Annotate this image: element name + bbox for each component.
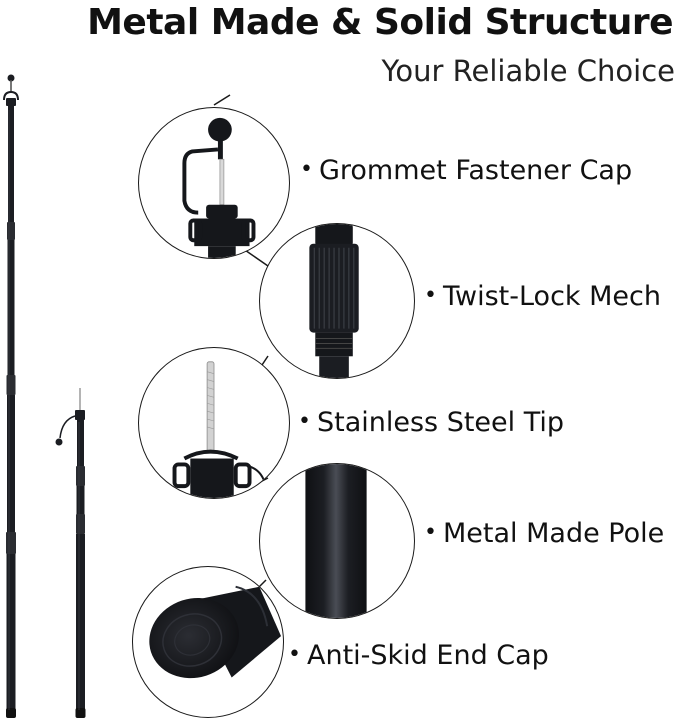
metal-pole-detail [259,463,415,619]
grommet-cap-detail [138,107,290,259]
feature-label-grommet: •Grommet Fastener Cap [300,155,633,186]
feature-label-twist-lock: •Twist-Lock Mech [424,281,662,312]
twist-lock-icon [309,224,359,378]
page-subtitle: Your Reliable Choice [381,54,675,88]
telescopic-poles-image [3,74,86,718]
twist-lock-detail [259,223,415,379]
end-cap-icon [149,585,282,679]
feature-label-metal-pole: •Metal Made Pole [424,518,665,549]
feature-label-steel-tip: •Stainless Steel Tip [298,407,565,438]
metal-pole-icon [305,464,367,618]
page-title: Metal Made & Solid Structure [87,2,673,43]
grommet-cap-icon [182,117,256,258]
steel-tip-icon [172,361,267,498]
short-pole [55,388,86,718]
steel-tip-detail [138,347,290,499]
end-cap-detail [132,566,284,718]
feature-label-end-cap: •Anti-Skid End Cap [288,640,549,671]
tall-pole [3,74,19,718]
